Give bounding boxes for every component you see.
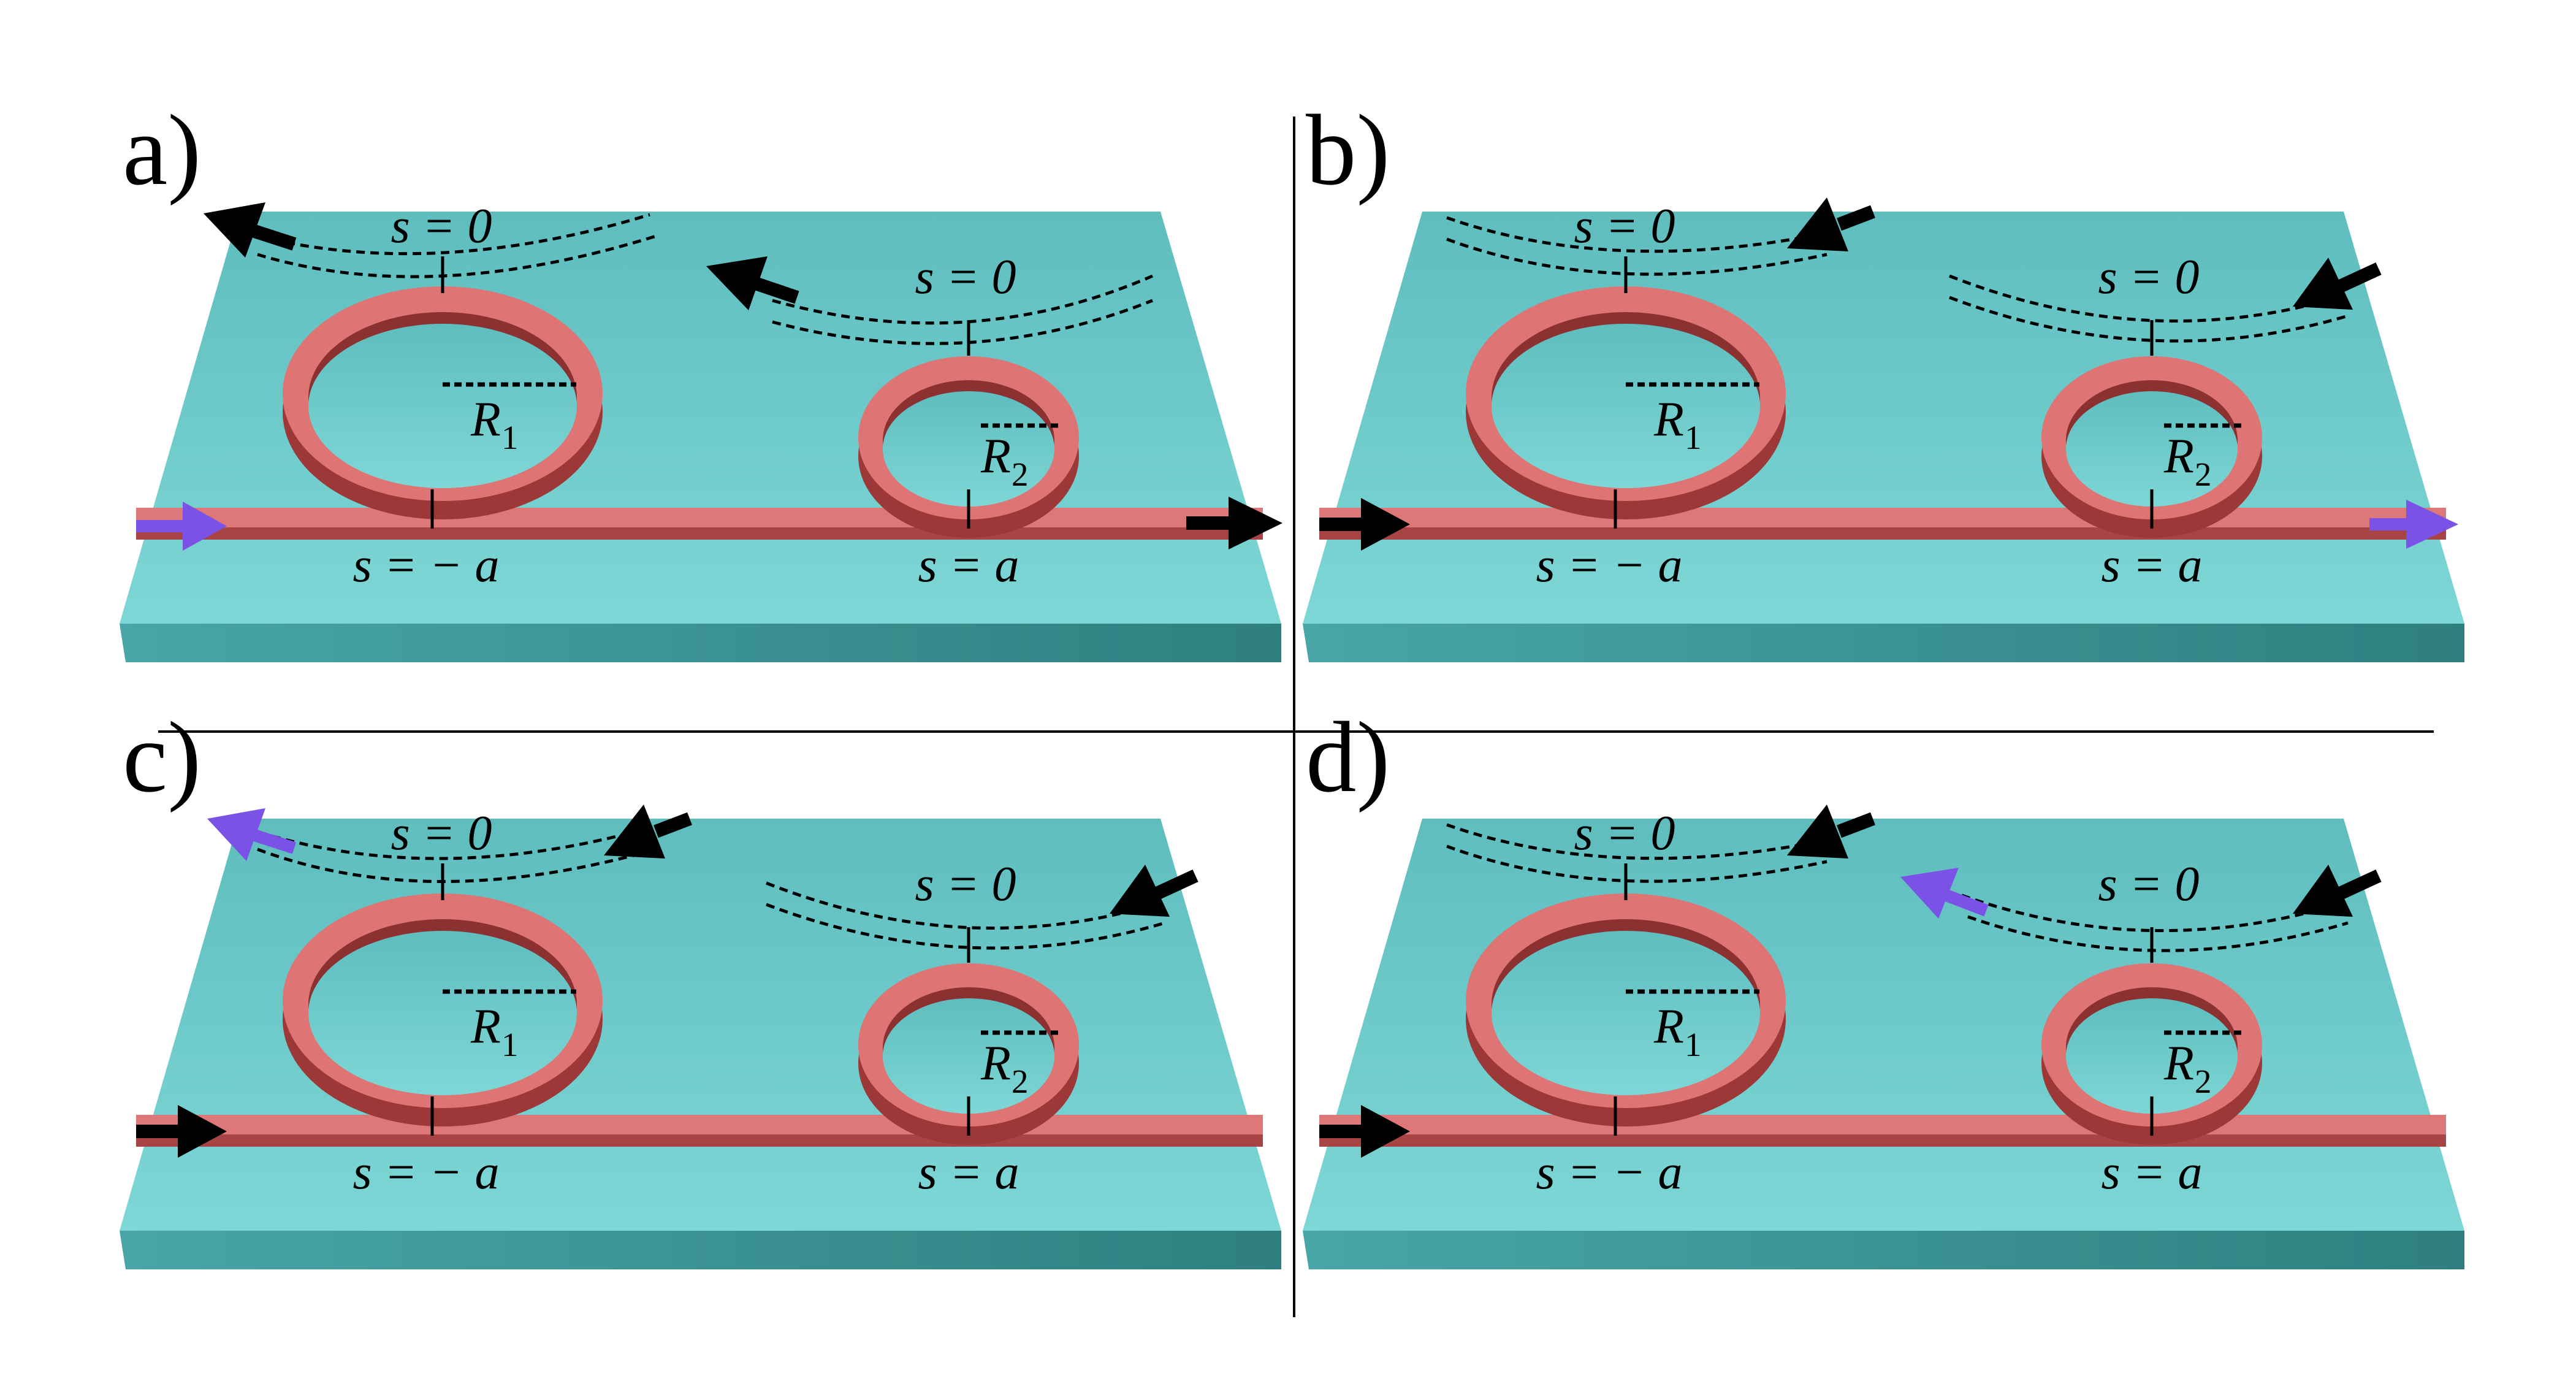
s-minus-a-label: s = − a (1536, 1145, 1682, 1199)
r1-subscript: 1 (1685, 1026, 1702, 1063)
s-plus-a-label: s = a (2101, 1145, 2202, 1199)
s-zero-label: s = 0 (1574, 199, 1675, 253)
far-field-dashed-line (772, 299, 1153, 345)
r2-subscript: 2 (2195, 456, 2212, 493)
panel-label: b) (1306, 94, 1390, 206)
far-field-dashed-line (1949, 296, 2349, 343)
s-plus-a-label: s = a (2101, 538, 2202, 592)
r2-subscript: 2 (1012, 1063, 1029, 1100)
ring-resonator-r2 (2041, 356, 2262, 538)
s-minus-a-label: s = − a (352, 538, 499, 592)
r2-label: R (2163, 1036, 2194, 1090)
input-arrow-purple (136, 502, 227, 551)
s-zero-label: s = 0 (1574, 806, 1675, 860)
incoming-arrow-black (2293, 258, 2382, 310)
emission-arrow-purple (1900, 868, 1989, 919)
r2-label: R (980, 1036, 1011, 1090)
bus-waveguide (136, 508, 1263, 540)
r2-label: R (2163, 429, 2194, 483)
ring-resonator-r2 (858, 963, 1079, 1145)
input-arrow-black (136, 1105, 227, 1158)
s-minus-a-label: s = − a (1536, 538, 1682, 592)
incoming-arrow-black (1787, 197, 1875, 251)
output-arrow-black (1186, 497, 1282, 549)
incoming-arrow-black (604, 805, 692, 859)
far-field-dashed-line (1446, 844, 1827, 883)
ring-resonator-r2 (858, 356, 1079, 538)
bus-waveguide (136, 1115, 1263, 1147)
far-field-dashed-line (766, 881, 1165, 930)
s-zero-label: s = 0 (2098, 857, 2199, 911)
ring-resonator-r1 (283, 893, 603, 1126)
ring-resonator-r2 (2041, 963, 2262, 1145)
emission-arrow-black (706, 256, 799, 310)
far-field-dashed-line (766, 903, 1165, 950)
bus-waveguide (1319, 1115, 2446, 1147)
ring-resonator-r1 (283, 286, 603, 519)
r2-subscript: 2 (2195, 1063, 2212, 1100)
input-arrow-black (1319, 498, 1410, 551)
r1-subscript: 1 (1685, 419, 1702, 456)
input-arrow-black (1319, 1105, 1410, 1158)
panel-d: d) s = 0 s = 0 (1303, 701, 2464, 1269)
incoming-arrow-black (1110, 865, 1198, 917)
panel-label: a) (123, 94, 201, 206)
panel-label: c) (123, 701, 201, 813)
r1-label: R (1653, 1000, 1684, 1054)
far-field-dashed-line (1949, 274, 2349, 323)
s-minus-a-label: s = − a (352, 1145, 499, 1199)
r1-label: R (1653, 392, 1684, 446)
emission-arrow-black (204, 202, 297, 258)
ring-resonator-r1 (1466, 893, 1786, 1126)
r1-subscript: 1 (501, 419, 519, 456)
panel-a: a) s = 0 s = 0 (120, 94, 1282, 662)
output-arrow-purple (2369, 500, 2458, 549)
r1-subscript: 1 (501, 1026, 519, 1063)
incoming-arrow-black (2293, 865, 2382, 917)
panel-label: d) (1306, 701, 1390, 813)
r2-subscript: 2 (1012, 456, 1029, 493)
r1-label: R (470, 392, 501, 446)
s-zero-label: s = 0 (915, 857, 1016, 911)
s-zero-label: s = 0 (915, 250, 1016, 304)
far-field-dashed-line (772, 274, 1153, 325)
r2-label: R (980, 429, 1011, 483)
far-field-dashed-line (1446, 237, 1827, 276)
s-zero-label: s = 0 (2098, 250, 2199, 304)
panel-b: b) s = 0 s = 0 (1303, 94, 2464, 662)
far-field-dashed-line (1446, 823, 1827, 860)
ring-resonator-r1 (1466, 286, 1786, 519)
s-plus-a-label: s = a (918, 1145, 1019, 1199)
emission-arrow-purple (207, 808, 297, 861)
s-plus-a-label: s = a (918, 538, 1019, 592)
s-zero-label: s = 0 (391, 806, 492, 860)
bus-waveguide (1319, 508, 2446, 540)
incoming-arrow-black (1787, 805, 1875, 859)
panel-c: c) s = 0 s = 0 (120, 701, 1281, 1269)
far-field-dashed-line (1967, 915, 2349, 952)
far-field-dashed-line (1446, 216, 1827, 253)
far-field-dashed-line (245, 213, 650, 256)
r1-label: R (470, 1000, 501, 1054)
s-zero-label: s = 0 (391, 199, 492, 253)
